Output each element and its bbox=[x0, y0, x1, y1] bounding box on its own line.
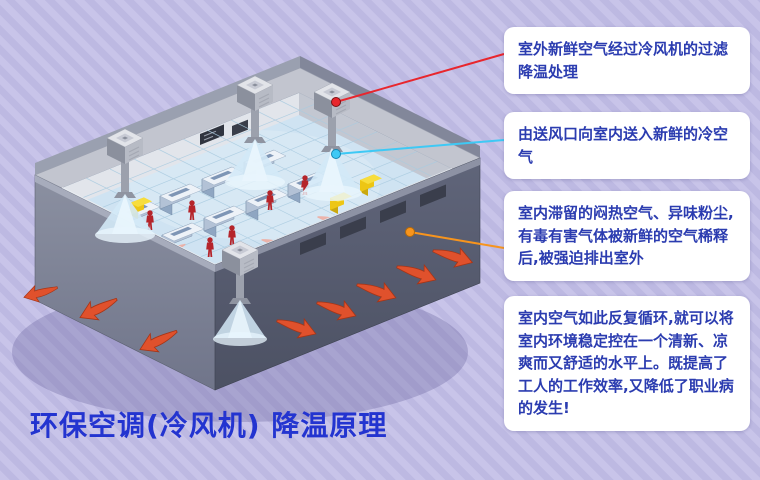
wall-sign-board bbox=[200, 119, 248, 145]
light-pool bbox=[95, 227, 155, 243]
callout-exhaust-air: 室内滞留的闷热空气、异味粉尘,有毒有害气体被新鲜的空气稀释后,被强迫排出室外 bbox=[504, 191, 750, 281]
connector-line-exhaust bbox=[409, 231, 505, 249]
cone-highlight bbox=[112, 194, 138, 234]
callout-text: 室内空气如此反复循环,就可以将室内环境稳定控在一个清新、凉爽而又舒适的水平上。既… bbox=[518, 309, 734, 417]
cone-highlight bbox=[242, 139, 268, 181]
callout-connectors bbox=[331, 53, 505, 249]
page-title: 环保空调(冷风机) 降温原理 bbox=[30, 409, 388, 442]
callout-text: 由送风口向室内送入新鲜的冷空气 bbox=[518, 125, 729, 166]
callout-text: 室内滞留的闷热空气、异味粉尘,有毒有害气体被新鲜的空气稀释后,被强迫排出室外 bbox=[518, 204, 734, 267]
cone-highlight bbox=[319, 148, 345, 192]
connector-dot-supply-air bbox=[331, 149, 341, 159]
light-pool bbox=[225, 174, 285, 190]
connector-dot-fresh-air bbox=[331, 97, 341, 107]
wall-louver bbox=[340, 216, 366, 239]
callout-circulation-summary: 室内空气如此反复循环,就可以将室内环境稳定控在一个清新、凉爽而又舒适的水平上。既… bbox=[504, 296, 750, 431]
air-duct bbox=[121, 162, 129, 196]
cooling-units bbox=[95, 75, 362, 346]
air-duct bbox=[251, 109, 259, 141]
connector-dot-exhaust bbox=[405, 227, 415, 237]
parapet-right bbox=[300, 56, 480, 158]
air-duct bbox=[328, 116, 336, 150]
light-pool bbox=[213, 332, 267, 346]
callout-fresh-air-filtering: 室外新鲜空气经过冷风机的过滤降温处理 bbox=[504, 27, 750, 94]
connector-line-fresh-air bbox=[335, 53, 505, 103]
cone-highlight bbox=[228, 300, 252, 338]
air-duct bbox=[236, 274, 244, 302]
inner-wall-right bbox=[299, 93, 452, 191]
callout-supply-air: 由送风口向室内送入新鲜的冷空气 bbox=[504, 112, 750, 179]
wall-louver bbox=[380, 200, 406, 223]
wall-louver bbox=[420, 184, 446, 207]
wall-louver bbox=[300, 232, 326, 255]
connector-line-supply-air bbox=[335, 139, 505, 155]
callout-text: 室外新鲜空气经过冷风机的过滤降温处理 bbox=[518, 40, 729, 81]
wall-louvers bbox=[300, 184, 446, 255]
wall-top-rim-right bbox=[215, 158, 480, 272]
factory-building bbox=[21, 56, 481, 391]
parapet-left bbox=[35, 56, 300, 175]
light-pool bbox=[302, 185, 362, 201]
